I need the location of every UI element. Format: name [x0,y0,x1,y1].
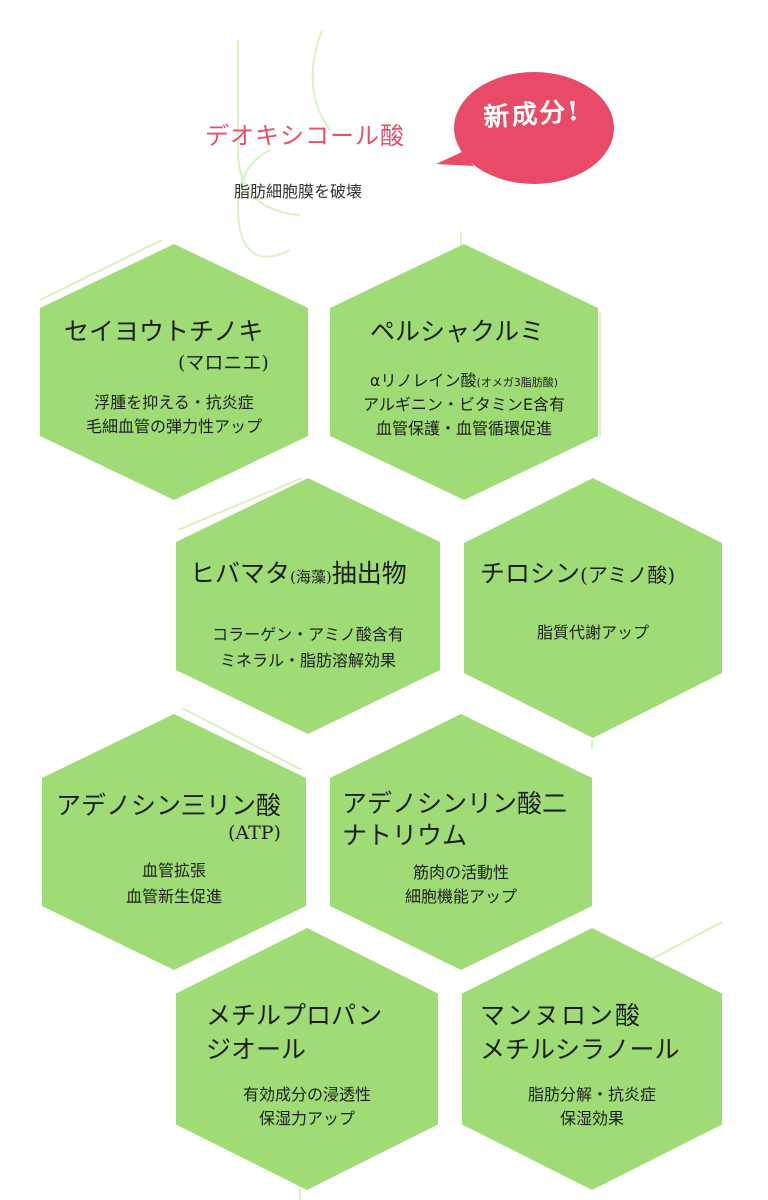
ingredient-card-methylsilanol-mannuronate: マンヌロン酸 メチルシラノール 脂肪分解・抗炎症 保湿効果 [462,928,722,1190]
ingredient-desc-line2: ミネラル・脂肪溶解効果 [219,651,396,670]
ingredient-desc-note: (オメガ3脂肪酸) [476,376,559,389]
ingredient-desc-line1: 筋肉の活動性 [412,863,509,882]
ingredient-title-tail: 抽出物 [331,559,407,588]
new-ingredient-badge [436,72,614,184]
ingredient-title-line1: メチルプロパン [206,1001,383,1030]
ingredient-title: ペルシャクルミ [370,317,545,346]
ingredient-title: チロシン(アミノ酸) [480,558,675,591]
ingredient-desc-line2: 細胞機能アップ [404,887,517,906]
ingredient-title-line2: ジオール [206,1035,307,1064]
ingredient-desc-line1: アルギニン・ビタミンE含有 [363,395,565,414]
ingredient-title-line2: メチルシラノール [480,1035,680,1064]
ingredient-title-note: (海藻) [290,568,332,586]
ingredient-desc-line2: 血管保護・血管循環促進 [375,419,552,438]
ingredient-title-note: (アミノ酸) [580,563,676,587]
ingredient-card-atp: アデノシン三リン酸 (ATP) 血管拡張 血管新生促進 [42,714,306,970]
ingredient-desc-main: αリノレイン酸 [369,371,477,390]
ingredient-desc-line1: 浮腫を抑える・抗炎症 [94,393,254,412]
ingredient-title-line1: アデノシンリン酸二 [342,789,568,818]
ingredient-title-main: ヒバマタ [190,559,291,588]
ingredient-card-fucus: ヒバマタ(海藻)抽出物 コラーゲン・アミノ酸含有 ミネラル・脂肪溶解効果 [176,478,440,734]
ingredient-card-horse-chestnut: セイヨウトチノキ (マロニエ) 浮腫を抑える・抗炎症 毛細血管の弾力性アップ [40,244,308,500]
ingredient-title-main: チロシン [480,559,581,588]
ingredient-card-tyrosine: チロシン(アミノ酸) 脂質代謝アップ [464,478,722,738]
hexagon-background [42,714,306,970]
ingredient-desc-line1: 有効成分の浸透性 [242,1085,371,1104]
hexagon-background [330,714,592,970]
ingredient-title-line1: マンヌロン酸 [480,1001,643,1030]
header-title: デオキシコール酸 [205,122,405,150]
ingredient-desc-line0: αリノレイン酸(オメガ3脂肪酸) [330,370,598,394]
ingredient-desc-line2: 保湿力アップ [258,1109,355,1128]
ingredient-desc-line1: 脂質代謝アップ [536,623,649,642]
ingredient-card-methylpropanediol: メチルプロパン ジオール 有効成分の浸透性 保湿力アップ [176,928,438,1190]
hexagon-background [176,478,440,734]
ingredient-desc-line1: コラーゲン・アミノ酸含有 [212,625,404,644]
header-subtitle: 脂肪細胞膜を破壊 [234,182,363,201]
ingredient-card-persian-walnut: ペルシャクルミ αリノレイン酸(オメガ3脂肪酸) アルギニン・ビタミンE含有 血… [330,244,598,500]
ingredient-desc-line1: 脂肪分解・抗炎症 [527,1085,656,1104]
ingredient-title: アデノシン三リン酸 [56,791,282,820]
ingredient-subtitle: (マロニエ) [178,352,269,374]
ingredient-title: セイヨウトチノキ [64,317,264,346]
ingredient-desc-line2: 毛細血管の弾力性アップ [85,417,262,436]
ingredient-desc-line2: 血管新生促進 [125,887,222,906]
ingredient-card-amp-disodium: アデノシンリン酸二 ナトリウム 筋肉の活動性 細胞機能アップ [330,714,592,970]
ingredient-desc-line2: 保湿効果 [559,1109,624,1128]
ingredient-desc-line1: 血管拡張 [141,861,206,880]
ingredient-title: ヒバマタ(海藻)抽出物 [190,558,407,593]
ingredient-title-line2: ナトリウム [342,821,468,850]
ingredient-subtitle: (ATP) [228,822,281,844]
